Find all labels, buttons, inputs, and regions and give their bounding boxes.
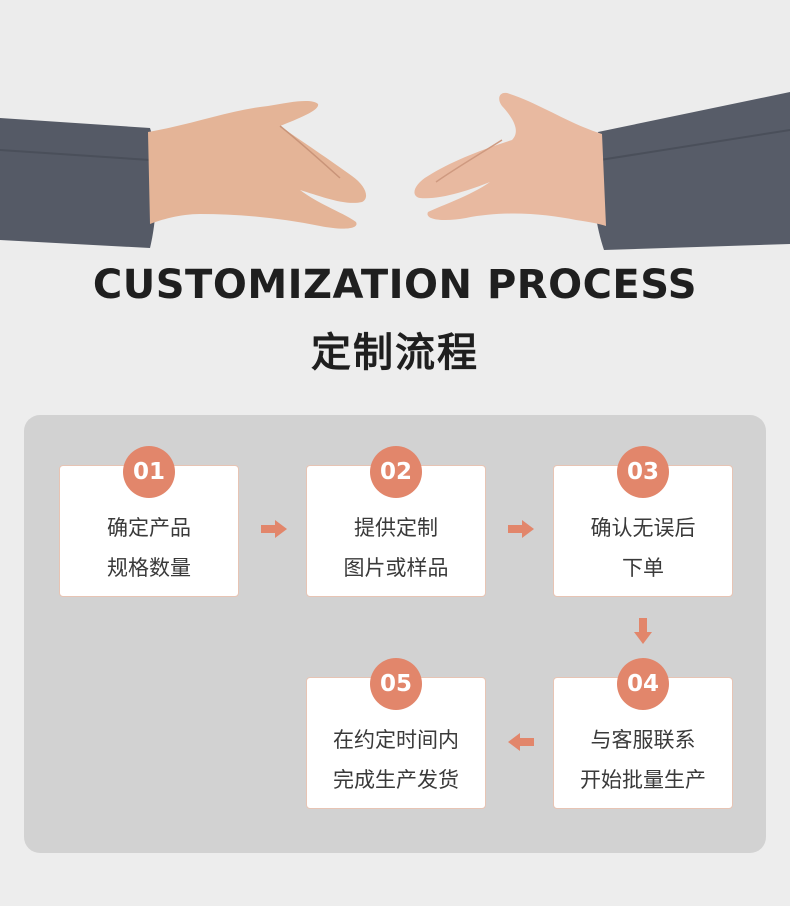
page-title-english: CUSTOMIZATION PROCESS [92, 262, 698, 308]
step-description: 提供定制 图片或样品 [307, 508, 485, 588]
step-card-01: 01 确定产品 规格数量 [59, 446, 239, 597]
step-text-line: 与客服联系 [590, 728, 696, 752]
step-text-line: 确认无误后 [590, 516, 696, 540]
step-description: 与客服联系 开始批量生产 [554, 720, 732, 800]
step-text-line: 图片或样品 [343, 556, 449, 580]
step-text-line: 提供定制 [354, 516, 438, 540]
arrow-right-icon [261, 520, 287, 538]
arrow-right-icon [508, 520, 534, 538]
arrow-left-icon [508, 733, 534, 751]
step-card-05: 05 在约定时间内 完成生产发货 [306, 658, 486, 809]
step-text-line: 在约定时间内 [333, 728, 459, 752]
step-card-02: 02 提供定制 图片或样品 [306, 446, 486, 597]
step-number-badge: 02 [370, 446, 422, 498]
step-description: 确认无误后 下单 [554, 508, 732, 588]
step-card-04: 04 与客服联系 开始批量生产 [553, 658, 733, 809]
step-card-03: 03 确认无误后 下单 [553, 446, 733, 597]
step-text-line: 完成生产发货 [333, 768, 459, 792]
step-description: 在约定时间内 完成生产发货 [307, 720, 485, 800]
handshake-image [0, 0, 790, 260]
step-description: 确定产品 规格数量 [60, 508, 238, 588]
step-text-line: 确定产品 [107, 516, 191, 540]
step-text-line: 下单 [622, 556, 664, 580]
step-number-badge: 01 [123, 446, 175, 498]
step-text-line: 规格数量 [107, 556, 191, 580]
step-number-badge: 04 [617, 658, 669, 710]
step-number-badge: 05 [370, 658, 422, 710]
step-number-badge: 03 [617, 446, 669, 498]
step-text-line: 开始批量生产 [580, 768, 706, 792]
arrow-down-icon [634, 618, 652, 644]
page-title-chinese: 定制流程 [311, 330, 479, 376]
